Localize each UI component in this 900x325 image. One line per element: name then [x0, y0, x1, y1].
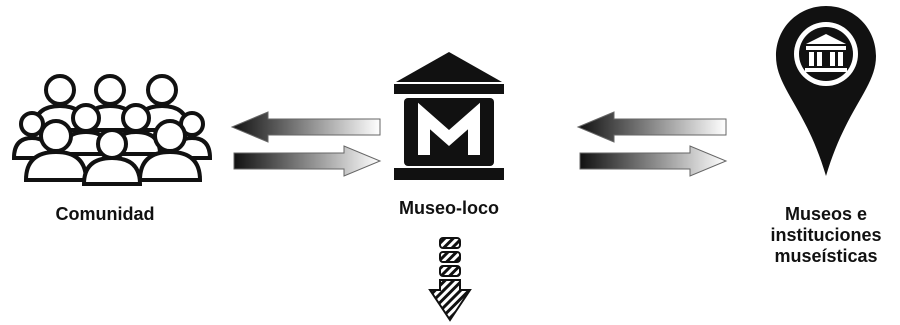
museums-label-line-3: museísticas [774, 246, 878, 266]
museums-label: Museos e instituciones museísticas [756, 204, 896, 267]
down-striped-arrow-icon [428, 237, 472, 322]
community-label: Comunidad [55, 204, 155, 224]
people-group-icon [11, 74, 213, 186]
left-gradient-arrow [576, 111, 727, 143]
museums-label-line-1: Museos e [784, 204, 868, 224]
right-gradient-arrow [579, 145, 728, 177]
museo-loco-label: Museo-loco [398, 198, 499, 218]
museums-label-line-2: instituciones [770, 225, 882, 245]
right-gradient-arrow [233, 145, 382, 177]
museum-map-pin-icon [776, 6, 876, 176]
left-gradient-arrow [230, 111, 381, 143]
museum-m-logo-icon [394, 52, 504, 180]
